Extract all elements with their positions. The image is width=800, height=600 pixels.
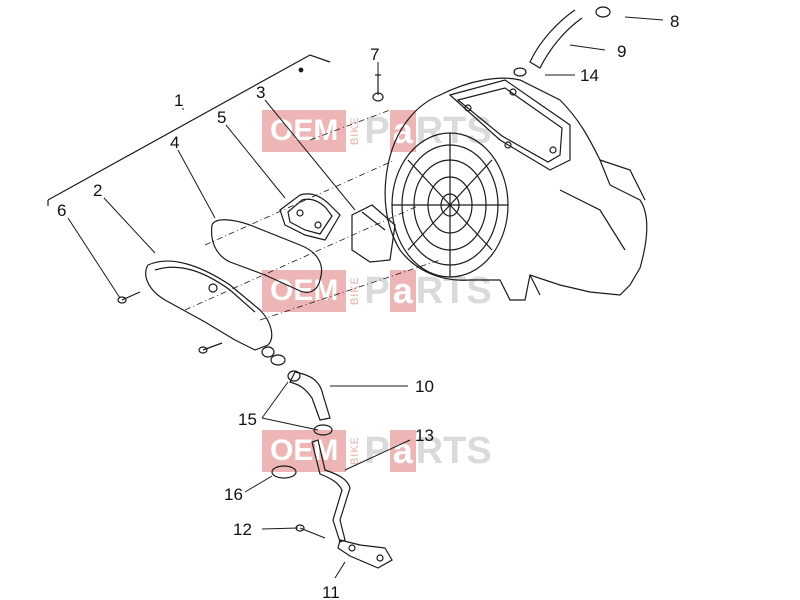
callout-15: 15 [238,410,257,429]
callout-4: 4 [170,133,179,152]
callout-5: 5 [217,108,226,127]
part-screws [117,291,223,354]
watermark-p: P [364,109,390,152]
watermark-a: a [389,430,416,472]
part-screw-7 [372,74,384,102]
watermark-a: a [389,270,416,312]
callout-9: 9 [617,42,626,61]
watermark-p: P [364,269,390,312]
part-hose-top [513,6,611,77]
watermark-top: OEM BIKE P a RTS [262,110,492,152]
callout-12: 12 [233,520,252,539]
cooling-cover [384,77,648,301]
callout-11: 11 [322,583,340,600]
callout-13: 13 [415,426,434,445]
watermark-bottom: OEM BIKE P a RTS [262,430,492,472]
callout-3: 3 [256,83,265,102]
group-bracket [47,54,331,206]
callout-1: 1 [174,91,183,110]
watermark-middle: OEM BIKE P a RTS [262,270,492,312]
watermark-oem: OEM [262,430,347,472]
callout-16: 16 [224,485,243,504]
callout-6: 6 [57,201,66,220]
callout-7: 7 [370,45,379,64]
callout-10: 10 [415,377,434,396]
part-lower-hoses [270,354,393,569]
alignment-lines [184,109,441,321]
callout-2: 2 [93,181,102,200]
part-outer-cover [145,260,275,358]
watermark-oem: OEM [262,270,347,312]
callout-14: 14 [580,66,599,85]
watermark-p: P [364,429,390,472]
callout-labels: 1 2 3 4 5 6 7 8 9 10 11 12 13 14 15 16 [57,12,679,600]
part-filter [279,193,341,241]
callout-8: 8 [670,12,679,31]
part-plate [351,204,396,263]
watermark-rts: RTS [415,429,492,472]
part-gasket [210,219,323,293]
leader-lines [67,16,664,579]
